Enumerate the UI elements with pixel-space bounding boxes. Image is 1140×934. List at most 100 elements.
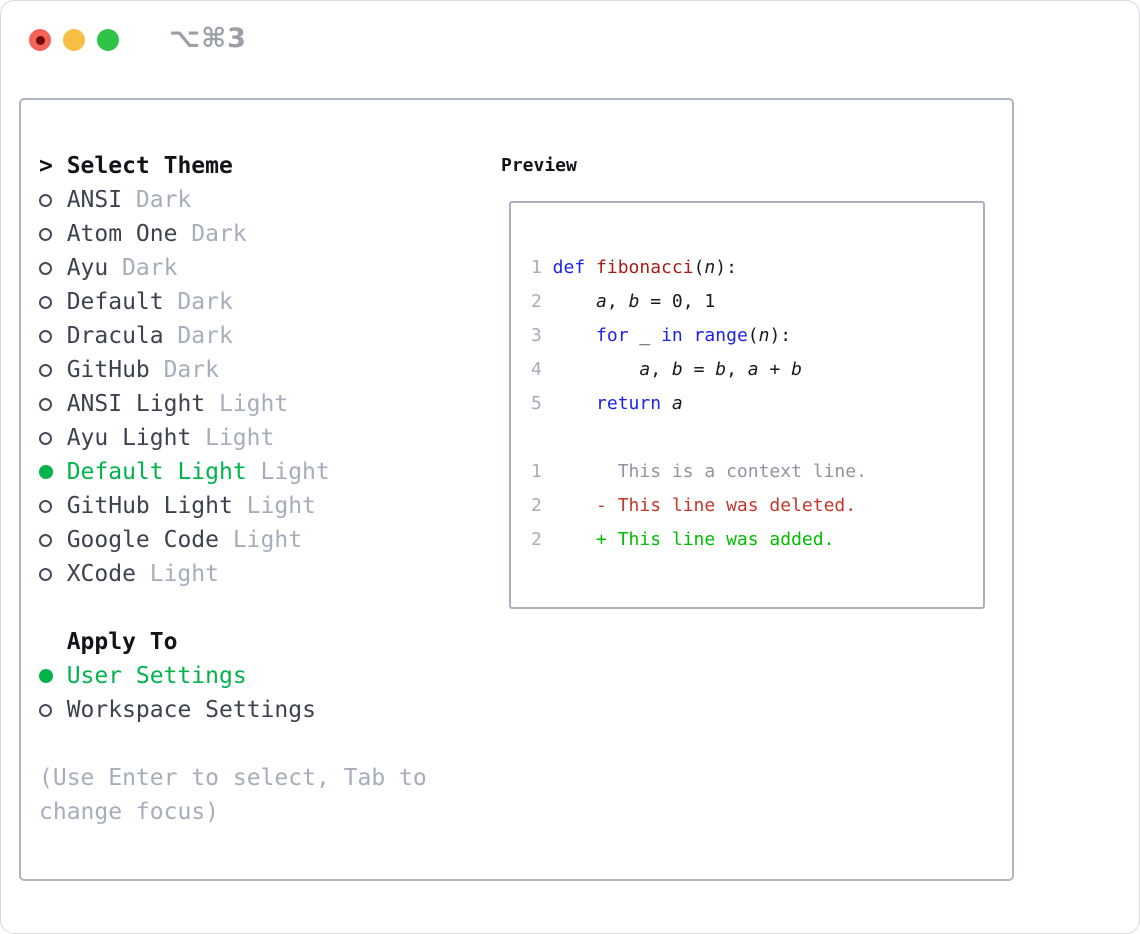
- hint-line: change focus): [39, 799, 220, 825]
- theme-option-ayu-light[interactable]: Ayu Light Light: [39, 421, 483, 455]
- preview-line: 5 return a: [531, 387, 983, 421]
- code-token: (: [747, 325, 759, 346]
- code-token: ,: [606, 291, 629, 312]
- theme-option-atom-one[interactable]: Atom One Dark: [39, 217, 483, 251]
- apply-option-workspace-settings[interactable]: Workspace Settings: [39, 693, 483, 727]
- theme-variant: Dark: [191, 221, 247, 247]
- code-token: range: [693, 325, 748, 346]
- line-number: 4: [531, 359, 542, 380]
- theme-variant: Light: [246, 493, 316, 519]
- code-token: n: [758, 325, 770, 346]
- preview-line: [531, 421, 983, 455]
- code-token: [553, 393, 596, 414]
- radio-icon: [39, 363, 52, 377]
- code-token: [553, 325, 596, 346]
- theme-name: XCode: [66, 561, 136, 587]
- code-token: fibonacci: [596, 257, 694, 278]
- line-number: 2: [531, 291, 542, 312]
- apply-to-header: Apply To: [39, 625, 483, 659]
- preview-line: 3 for _ in range(n):: [531, 319, 983, 353]
- theme-option-github-light[interactable]: GitHub Light Light: [39, 489, 483, 523]
- code-token: for: [596, 325, 629, 346]
- theme-name: Default Light: [66, 459, 247, 485]
- theme-name: Google Code: [66, 527, 220, 553]
- theme-name: Atom One: [66, 221, 178, 247]
- radio-icon: [39, 567, 52, 581]
- minimize-button[interactable]: [63, 29, 85, 51]
- theme-name: Default: [66, 289, 164, 315]
- code-token: +: [758, 359, 792, 380]
- apply-option-user-settings[interactable]: User Settings: [39, 659, 483, 693]
- theme-name: GitHub Light: [66, 493, 233, 519]
- theme-variant: Light: [149, 561, 219, 587]
- focus-caret-icon: >: [39, 153, 53, 179]
- radio-icon: [39, 227, 52, 241]
- code-token: [553, 359, 640, 380]
- code-token: b: [671, 359, 683, 380]
- preview-line: 2 + This line was added.: [531, 523, 983, 557]
- line-number: 2: [531, 495, 542, 516]
- spacer: [39, 591, 483, 625]
- code-token: a: [596, 291, 607, 312]
- theme-variant: Light: [218, 391, 289, 417]
- code-token: [553, 291, 596, 312]
- preview-line: 4 a, b = b, a + b: [531, 353, 983, 387]
- code-token: a: [747, 359, 759, 380]
- theme-option-github[interactable]: GitHub Dark: [39, 353, 483, 387]
- code-token: return: [596, 393, 672, 414]
- apply-option-label: User Settings: [66, 663, 247, 689]
- close-button[interactable]: [29, 29, 51, 51]
- theme-option-ansi[interactable]: ANSI Dark: [39, 183, 483, 217]
- radio-icon: [39, 703, 52, 717]
- line-number: 5: [531, 393, 542, 414]
- code-token: (: [693, 257, 705, 278]
- zoom-button[interactable]: [97, 29, 119, 51]
- radio-icon: [39, 261, 52, 275]
- radio-selected-icon: [39, 669, 53, 683]
- code-token: b: [791, 359, 802, 380]
- traffic-lights: [29, 29, 119, 51]
- theme-name: ANSI: [66, 187, 123, 213]
- code-token: def: [552, 257, 597, 278]
- code-token: n: [704, 257, 716, 278]
- code-token: [683, 325, 694, 346]
- select-theme-label: Select Theme: [66, 153, 233, 179]
- close-dot-icon: [35, 35, 45, 45]
- theme-variant: Light: [260, 459, 330, 485]
- radio-icon: [39, 295, 52, 309]
- hint-line: (Use Enter to select, Tab to: [39, 765, 427, 791]
- theme-name: Ayu Light: [66, 425, 192, 451]
- code-token: This is a context line.: [552, 461, 867, 482]
- code-token: a: [671, 393, 683, 414]
- radio-icon: [39, 533, 52, 547]
- radio-icon: [39, 499, 52, 513]
- theme-variant: Dark: [122, 255, 178, 281]
- theme-option-default-light[interactable]: Default Light Light: [39, 455, 483, 489]
- theme-variant: Dark: [135, 187, 192, 213]
- code-token: b: [715, 359, 727, 380]
- theme-variant: Dark: [163, 357, 219, 383]
- theme-name: GitHub: [66, 357, 150, 383]
- radio-icon: [39, 329, 52, 343]
- theme-name: Ayu: [66, 255, 109, 281]
- theme-variant: Light: [205, 425, 275, 451]
- theme-option-xcode[interactable]: XCode Light: [39, 557, 483, 591]
- theme-option-ayu[interactable]: Ayu Dark: [39, 251, 483, 285]
- preview-line: 1 This is a context line.: [531, 455, 983, 489]
- code-token: - This line was deleted.: [552, 495, 857, 516]
- line-number: 3: [531, 325, 542, 346]
- code-token: = 0, 1: [639, 291, 716, 312]
- line-number: 1: [531, 257, 542, 278]
- apply-option-label: Workspace Settings: [66, 697, 316, 723]
- radio-icon: [39, 397, 52, 411]
